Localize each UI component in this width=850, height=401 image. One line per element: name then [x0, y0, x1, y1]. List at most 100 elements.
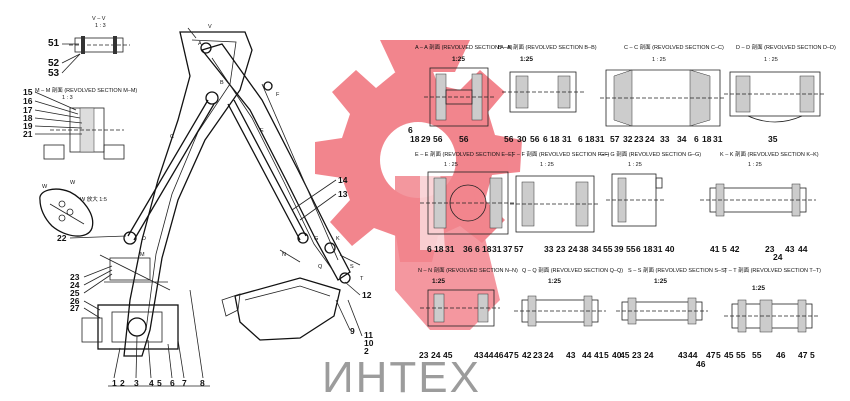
tt-label-4: 47	[798, 350, 808, 360]
section-n-n-labels: 23 24 45 43 44 46 47 5	[419, 350, 519, 360]
ff-label-2: 24	[568, 244, 578, 254]
gg-label-3: 40	[665, 244, 675, 254]
section-f-f: F – F 剖面 (REVOLVED SECTION F–F) 1 : 25 3…	[510, 150, 636, 254]
section-v-v-scale: 1 : 3	[95, 23, 106, 29]
section-s-s-scale: 1:25	[654, 278, 667, 285]
section-v-v: V – V 1 : 3 51 52 53	[48, 16, 130, 79]
view-letters: A B C D E F G K M N Q S T V W	[70, 24, 364, 282]
ff-label-0: 33	[544, 244, 554, 254]
kk-label-3: 23	[765, 244, 775, 254]
section-f-f-title: F – F 剖面 (REVOLVED SECTION F–F)	[512, 150, 610, 158]
aa-label-4: 56	[459, 134, 469, 144]
ee-label-6: 31	[492, 244, 502, 254]
view-letter-k: K	[336, 236, 340, 242]
ee-label-1: 18	[434, 244, 444, 254]
nn-label-3: 43	[474, 350, 484, 360]
ff-label-7: 55	[626, 244, 636, 254]
view-letter-b: B	[220, 80, 224, 86]
ss-label-1: 23	[632, 350, 642, 360]
section-b-b-title: B – B 剖面 (REVOLVED SECTION B–B)	[498, 43, 597, 51]
view-letter-v: V	[208, 24, 212, 30]
view-letter-e: E	[260, 128, 264, 134]
view-letter-g: G	[314, 236, 318, 242]
ee-label-0: 6	[427, 244, 432, 254]
view-letter-s: S	[350, 264, 354, 270]
cc-label-10: 18	[702, 134, 712, 144]
bb-label-4: 18	[550, 134, 560, 144]
aa-label-1: 18	[410, 134, 420, 144]
ss-label-2: 24	[644, 350, 654, 360]
section-g-g-title: G – G 剖面 (REVOLVED SECTION G–G)	[600, 150, 701, 158]
kk-label-5: 43	[785, 244, 795, 254]
qq-label-1: 23	[533, 350, 543, 360]
dd-label-0: 35	[768, 134, 778, 144]
section-t-t: T – T 剖面 (REVOLVED SECTION T–T) 1:25 45 …	[724, 266, 821, 360]
callout-bottom-4: 4	[149, 378, 154, 388]
section-e-e-labels: 6 18 31 36 6 18 31 37 57	[427, 244, 524, 254]
callout-22: 22	[57, 233, 67, 243]
section-t-t-scale: 1:25	[752, 285, 765, 292]
nn-label-1: 24	[431, 350, 441, 360]
callout-bottom-5: 5	[157, 378, 162, 388]
tt-label-1: 55	[736, 350, 746, 360]
section-m-m-title: M – M 剖面 (REVOLVED SECTION M–M)	[35, 86, 137, 94]
cc-label-0: 6	[578, 134, 583, 144]
section-k-k: K – K 剖面 (REVOLVED SECTION K–K) 1 : 25 4…	[700, 150, 819, 262]
bottom-callout-row: 1 2 3 4 5 6 7 8	[108, 289, 210, 388]
callout-bottom-2: 2	[120, 378, 125, 388]
gg-label-0: 6	[636, 244, 641, 254]
callout-13: 13	[338, 189, 348, 199]
kk-label-2: 42	[730, 244, 740, 254]
qq-label-0: 42	[522, 350, 532, 360]
section-k-k-labels: 41 5 42 23 24 43 44	[710, 244, 808, 262]
callout-53: 53	[48, 68, 60, 79]
callout-bottom-7: 7	[182, 378, 187, 388]
cc-label-2: 31	[595, 134, 605, 144]
bb-label-2: 56	[530, 134, 540, 144]
callout-15: 15	[23, 87, 33, 97]
tt-label-2: 55	[752, 350, 762, 360]
section-v-v-title: V – V	[92, 16, 106, 22]
section-b-b-scale: 1:25	[520, 56, 533, 63]
ss-label-7: 46	[696, 359, 706, 369]
section-w-title: W	[42, 184, 48, 190]
section-c-c-title: C – C 剖面 (REVOLVED SECTION C–C)	[624, 43, 724, 51]
section-k-k-scale: 1 : 25	[748, 162, 762, 168]
ee-label-4: 6	[475, 244, 480, 254]
callout-bottom-6: 6	[170, 378, 175, 388]
ee-label-5: 18	[482, 244, 492, 254]
cc-label-6: 24	[645, 134, 655, 144]
callout-17: 17	[23, 105, 33, 115]
section-c-c: C – C 剖面 (REVOLVED SECTION C–C) 1 : 25 6…	[578, 43, 726, 144]
section-m-m: M – M 剖面 (REVOLVED SECTION M–M) 1 : 3 15…	[23, 86, 137, 160]
section-c-c-scale: 1 : 25	[652, 57, 666, 63]
callout-bottom-8: 8	[200, 378, 205, 388]
callout-52: 52	[48, 58, 60, 69]
section-a-a: A – A 剖面 (REVOLVED SECTION A–A) 1:25 6 1…	[408, 43, 513, 144]
tt-label-0: 45	[724, 350, 734, 360]
nn-label-0: 23	[419, 350, 429, 360]
view-letter-a: A	[198, 41, 202, 47]
section-s-s-labels: 45 23 24 43 44 47 5 46	[620, 350, 721, 369]
nn-label-5: 46	[494, 350, 504, 360]
section-t-t-labels: 45 55 55 46 47 5	[724, 350, 815, 360]
section-g-g: G – G 剖面 (REVOLVED SECTION G–G) 1 : 25 6…	[600, 150, 701, 254]
section-e-e: E – E 剖面 (REVOLVED SECTION E–E) 1 : 25 6…	[415, 150, 524, 254]
view-letter-q: Q	[318, 264, 323, 270]
bb-label-5: 31	[562, 134, 572, 144]
ff-label-3: 38	[579, 244, 589, 254]
section-q-q-title: Q – Q 剖面 (REVOLVED SECTION Q–Q)	[522, 266, 623, 274]
ee-label-8: 57	[514, 244, 524, 254]
section-a-a-scale: 1:25	[452, 56, 465, 63]
tt-label-5: 5	[810, 350, 815, 360]
section-b-b-labels: 56 30 56 6 18 31	[504, 134, 572, 144]
section-n-n: N – N 剖面 (REVOLVED SECTION N–N) 1:25 23 …	[418, 266, 519, 360]
ee-label-7: 37	[503, 244, 513, 254]
callout-bottom-3: 3	[134, 378, 139, 388]
section-e-e-scale: 1 : 25	[444, 162, 458, 168]
bb-label-1: 30	[517, 134, 527, 144]
main-callouts-right: 14 13 12 11 10 2 9	[291, 175, 374, 356]
aa-label-3: 56	[433, 134, 443, 144]
section-n-n-scale: 1:25	[432, 278, 445, 285]
qq-label-6: 5	[604, 350, 609, 360]
